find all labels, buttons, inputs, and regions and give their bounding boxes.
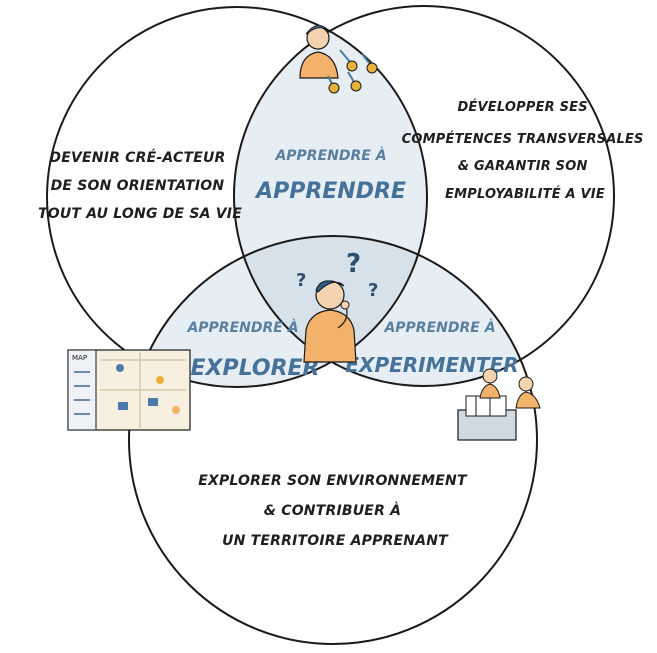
lens-left <box>129 236 427 387</box>
top-right-line-4: EMPLOYABILITÉ A VIE <box>445 186 605 202</box>
map-label: MAP <box>72 354 87 362</box>
circle-bottom <box>128 235 538 645</box>
top-right-line-1: DÉVELOPPER SES <box>457 99 587 115</box>
intersection-left-big: EXPLORER <box>191 356 320 381</box>
top-left-text: DEVENIR CRÉ-ACTEUR DE SON ORIENTATION TO… <box>38 149 242 222</box>
intersection-top-big: APPRENDRE <box>254 179 406 204</box>
thinking-person-icon: ? ? ? <box>296 249 378 363</box>
bottom-line-3: UN TERRITOIRE APPRENANT <box>222 533 449 549</box>
intersection-top-small: APPRENDRE À <box>274 147 386 164</box>
circle-top-left <box>46 6 428 388</box>
top-right-text: DÉVELOPPER SES COMPÉTENCES TRANSVERSALES… <box>402 99 649 202</box>
person-with-medals-icon <box>299 25 378 94</box>
workers-at-machine-icon <box>457 368 541 441</box>
top-right-line-2: COMPÉTENCES TRANSVERSALES <box>402 131 644 147</box>
top-left-line-2: DE SON ORIENTATION <box>51 178 225 194</box>
intersection-left-small: APPRENDRE À <box>186 319 298 336</box>
intersection-right-small: APPRENDRE À <box>383 319 495 336</box>
bottom-text: EXPLORER SON ENVIRONNEMENT & CONTRIBUER … <box>198 473 472 549</box>
top-left-line-3: TOUT AU LONG DE SA VIE <box>38 206 242 222</box>
svg-text:?: ? <box>346 249 361 279</box>
circle-top-right <box>233 5 615 387</box>
svg-text:?: ? <box>296 270 306 291</box>
lens-right <box>234 236 537 386</box>
svg-text:?: ? <box>368 280 378 301</box>
top-right-line-3: & GARANTIR SON <box>458 159 588 174</box>
map-icon: MAP <box>67 349 191 431</box>
bottom-line-1: EXPLORER SON ENVIRONNEMENT <box>198 473 468 489</box>
top-left-line-1: DEVENIR CRÉ-ACTEUR <box>49 149 225 166</box>
bottom-line-2: & CONTRIBUER À <box>264 502 401 519</box>
